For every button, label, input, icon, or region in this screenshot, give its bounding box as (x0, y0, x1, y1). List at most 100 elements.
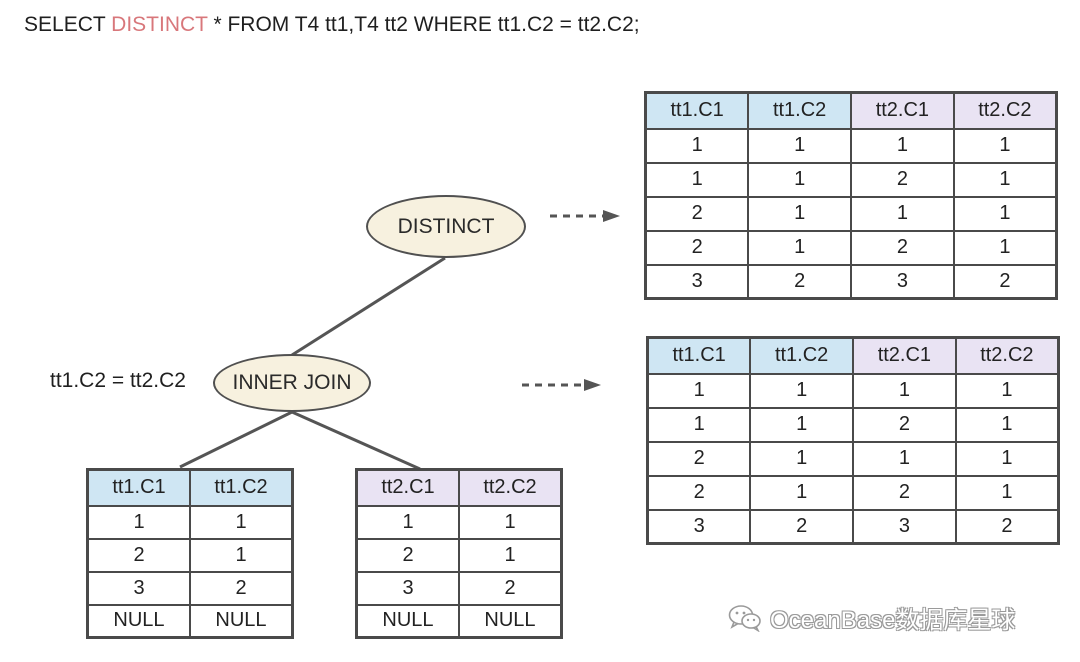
table-cell: 2 (644, 195, 750, 232)
table-cell: 3 (644, 263, 750, 300)
inner-join-node: INNER JOIN (213, 354, 371, 412)
wechat-icon (728, 604, 761, 632)
table-cell: 2 (852, 474, 957, 511)
table-cell: 2 (954, 508, 1060, 545)
table-cell: NULL (355, 603, 460, 639)
table-cell: 1 (458, 504, 563, 540)
column-header: tt1.C1 (646, 336, 752, 375)
edge-distinct-join (291, 256, 446, 357)
table-cell: 1 (458, 537, 563, 573)
table-cell: 2 (850, 161, 955, 198)
sql-query: SELECT DISTINCT * FROM T4 tt1,T4 tt2 WHE… (24, 13, 640, 37)
table-cell: 2 (646, 474, 752, 511)
sql-part-2: * FROM T4 tt1,T4 tt2 WHERE tt1.C2 = tt2.… (207, 13, 640, 36)
sql-keyword-distinct: DISTINCT (111, 13, 208, 36)
table-cell: 2 (646, 440, 752, 477)
table-cell: 1 (952, 161, 1058, 198)
table-cell: 1 (646, 406, 752, 443)
column-header: tt1.C2 (189, 468, 294, 507)
table-cell: 1 (952, 127, 1058, 164)
dashed-arrow-mid (522, 379, 601, 391)
edge-join-tt2 (291, 410, 421, 471)
table-cell: NULL (458, 603, 563, 639)
dashed-arrow-top (550, 210, 620, 222)
table-cell: 2 (189, 570, 294, 606)
table-cell: 1 (852, 372, 957, 409)
table-cell: 1 (749, 406, 854, 443)
table-cell: 1 (954, 440, 1060, 477)
table-cell: 1 (954, 406, 1060, 443)
column-header: tt1.C2 (747, 91, 852, 130)
table-cell: 2 (458, 570, 563, 606)
watermark-text: OceanBase数据库星球 (770, 607, 1016, 634)
sql-part-1: SELECT (24, 13, 112, 36)
table-cell: 1 (954, 474, 1060, 511)
table-cell: 1 (749, 440, 854, 477)
table-cell: 1 (952, 195, 1058, 232)
table-cell: 1 (644, 127, 750, 164)
table-cell: 1 (644, 161, 750, 198)
table-cell: 3 (850, 263, 955, 300)
table-cell: 1 (189, 504, 294, 540)
column-header: tt2.C2 (458, 468, 563, 507)
table-cell: 1 (749, 474, 854, 511)
column-header: tt2.C2 (952, 91, 1058, 130)
table-cell: 2 (747, 263, 852, 300)
edge-join-tt1 (179, 410, 293, 469)
distinct-node-label: DISTINCT (397, 214, 495, 238)
table-cell: 3 (646, 508, 752, 545)
column-header: tt2.C2 (954, 336, 1060, 375)
table-cell: 3 (86, 570, 191, 606)
table-cell: 1 (749, 372, 854, 409)
table-cell: 2 (852, 406, 957, 443)
table-cell: 1 (646, 372, 752, 409)
watermark: OceanBase数据库星球 (728, 600, 1015, 635)
inner-join-node-label: INNER JOIN (232, 371, 352, 394)
table-cell: 2 (850, 229, 955, 266)
table-cell: 2 (952, 263, 1058, 300)
table-cell: 1 (355, 504, 460, 540)
table-cell: 3 (355, 570, 460, 606)
table-cell: 1 (852, 440, 957, 477)
table-cell: 2 (355, 537, 460, 573)
table-cell: 2 (644, 229, 750, 266)
distinct-node: DISTINCT (366, 195, 526, 258)
join-condition-label: tt1.C2 = tt2.C2 (50, 369, 186, 392)
table-cell: 1 (189, 537, 294, 573)
column-header: tt1.C1 (86, 468, 191, 507)
table-cell: 1 (850, 195, 955, 232)
column-header: tt2.C1 (852, 336, 957, 375)
table-cell: NULL (189, 603, 294, 639)
table-cell: 1 (747, 127, 852, 164)
table-cell: 1 (86, 504, 191, 540)
table-cell: NULL (86, 603, 191, 639)
table-cell: 1 (747, 229, 852, 266)
column-header: tt2.C1 (355, 468, 460, 507)
table-cell: 2 (86, 537, 191, 573)
column-header: tt2.C1 (850, 91, 955, 130)
table-cell: 1 (747, 195, 852, 232)
table-cell: 2 (749, 508, 854, 545)
